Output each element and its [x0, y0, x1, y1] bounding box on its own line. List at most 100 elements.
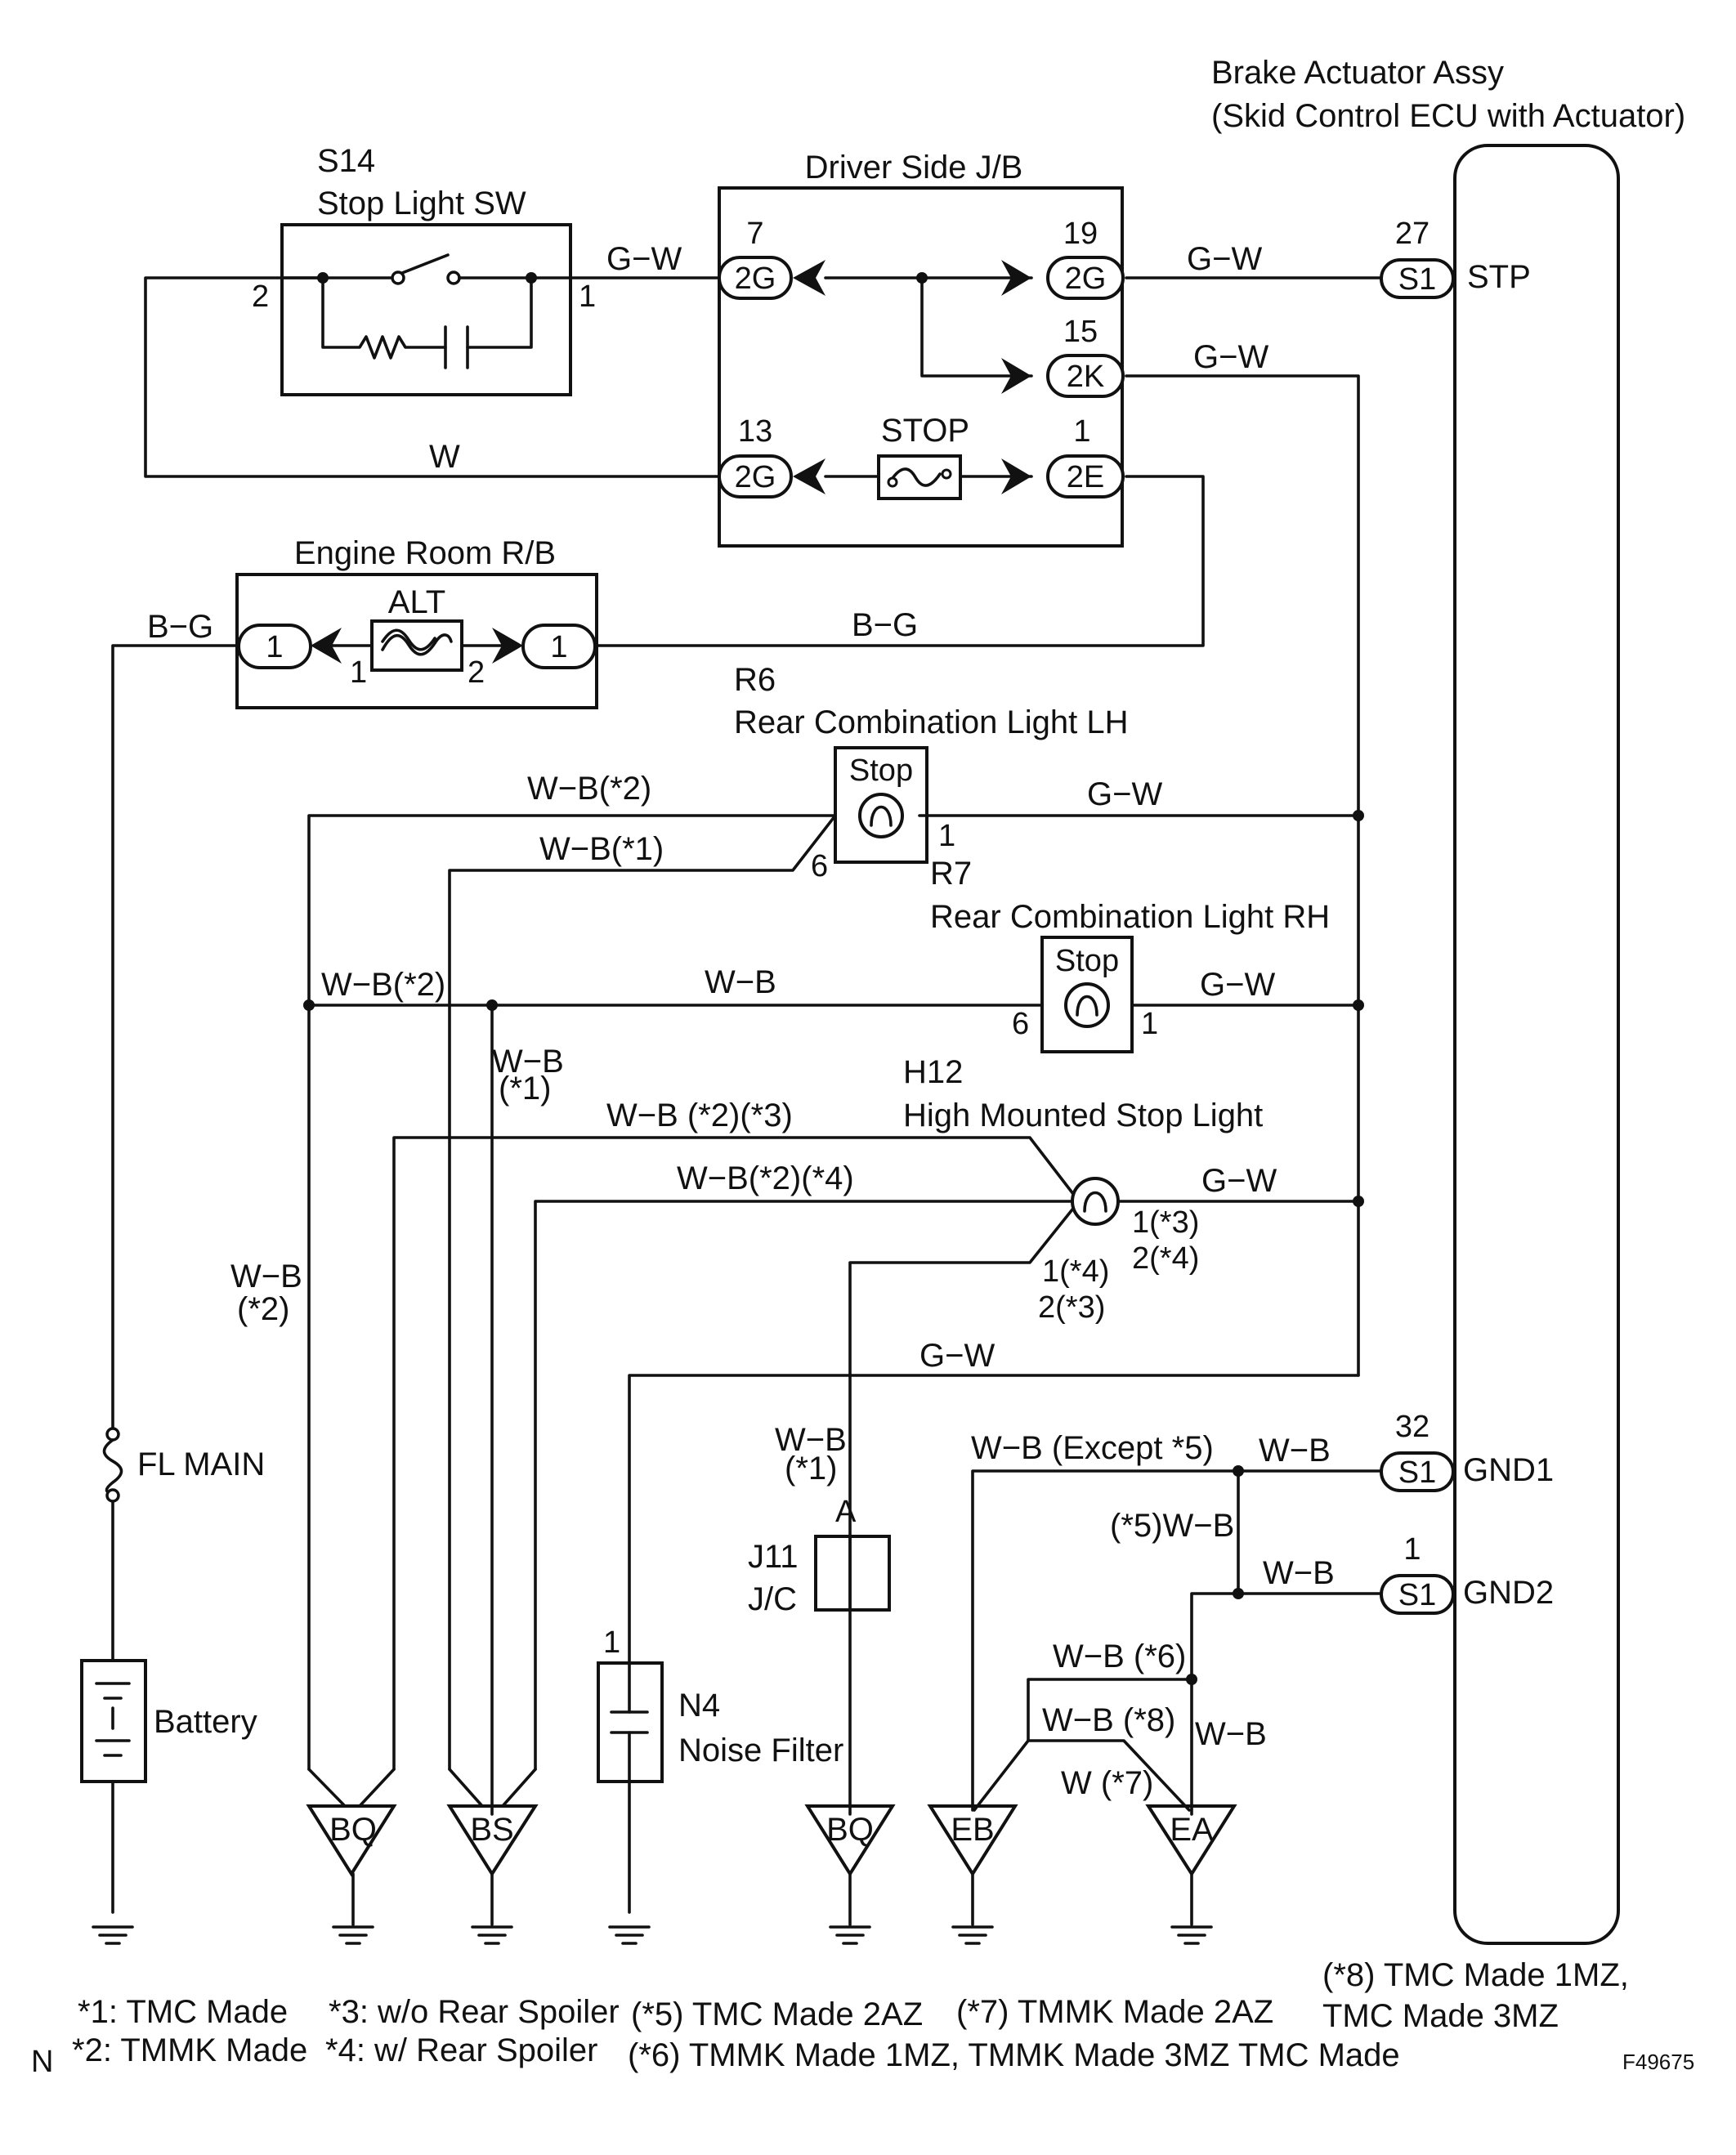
svg-text:1: 1: [266, 630, 283, 664]
svg-text:6: 6: [811, 849, 828, 883]
svg-text:H12: H12: [903, 1054, 963, 1090]
note-5: (*5) TMC Made 2AZ: [631, 1996, 923, 2032]
svg-text:Rear Combination Light RH: Rear Combination Light RH: [930, 899, 1330, 935]
svg-text:1: 1: [1403, 1532, 1421, 1567]
svg-text:W−B: W−B: [1259, 1433, 1331, 1469]
wires: [111, 276, 1383, 1926]
svg-text:G−W: G−W: [1193, 339, 1268, 375]
note-2: *2: TMMK Made: [72, 2032, 307, 2068]
jb-connector-2e-1: 2E 1: [1046, 414, 1125, 499]
svg-text:Rear Combination Light LH: Rear Combination Light LH: [734, 704, 1128, 740]
ground-point-ea: EA: [1145, 1804, 1237, 1945]
svg-text:W−B(*2): W−B(*2): [527, 771, 651, 807]
svg-text:S14: S14: [317, 143, 375, 179]
svg-text:W−B (*6): W−B (*6): [1053, 1639, 1186, 1674]
svg-text:Stop: Stop: [849, 753, 913, 788]
svg-text:G−W: G−W: [919, 1338, 995, 1374]
svg-text:J11: J11: [748, 1539, 799, 1575]
footnotes: *1: TMC Made *2: TMMK Made *3: w/o Rear …: [31, 1957, 1694, 2079]
svg-text:A: A: [835, 1495, 857, 1529]
stop-light-switch: S14 Stop Light SW 2 1: [252, 143, 596, 396]
rear-combination-light-rh: R7 Rear Combination Light RH Stop 6 1: [930, 856, 1330, 1053]
svg-text:R6: R6: [734, 662, 776, 698]
svg-text:Stop Light SW: Stop Light SW: [317, 186, 526, 221]
svg-text:W−B(*2): W−B(*2): [321, 967, 445, 1003]
svg-text:Driver Side J/B: Driver Side J/B: [805, 150, 1023, 186]
svg-text:W−B(*1): W−B(*1): [539, 831, 664, 867]
svg-text:GND1: GND1: [1463, 1452, 1554, 1488]
svg-text:1(*3): 1(*3): [1132, 1205, 1199, 1240]
svg-text:S1: S1: [1398, 1455, 1436, 1490]
svg-text:1: 1: [350, 655, 367, 690]
connector-gnd2: S1 1 GND2: [1380, 1532, 1554, 1615]
jb-connector-2g-7: 2G 7: [718, 217, 793, 300]
svg-text:2: 2: [468, 655, 485, 690]
actuator-title: Brake Actuator Assy: [1211, 55, 1504, 91]
svg-text:1: 1: [603, 1625, 620, 1660]
svg-text:GND2: GND2: [1463, 1575, 1554, 1611]
svg-text:S1: S1: [1398, 1578, 1436, 1612]
svg-text:2(*4): 2(*4): [1132, 1241, 1199, 1276]
svg-text:(*5)W−B: (*5)W−B: [1110, 1508, 1234, 1544]
svg-text:13: 13: [738, 414, 772, 449]
svg-text:W−B: W−B: [1195, 1716, 1267, 1752]
svg-text:B−G: B−G: [147, 609, 213, 645]
brake-actuator-assy: Brake Actuator Assy (Skid Control ECU wi…: [1211, 55, 1685, 1945]
svg-text:N4: N4: [678, 1688, 720, 1724]
svg-text:32: 32: [1395, 1410, 1430, 1444]
fl-main-fusible-link: FL MAIN: [102, 1427, 265, 1503]
svg-text:BQ: BQ: [329, 1812, 377, 1848]
rb-connector-right: 1: [521, 624, 597, 669]
svg-text:FL MAIN: FL MAIN: [137, 1446, 265, 1482]
svg-text:J/C: J/C: [748, 1581, 797, 1617]
note-1: *1: TMC Made: [78, 1994, 288, 2030]
svg-text:ALT: ALT: [388, 584, 445, 620]
svg-text:1: 1: [1073, 414, 1090, 449]
svg-text:EB: EB: [951, 1812, 994, 1848]
rear-combination-light-lh: R6 Rear Combination Light LH Stop 1 6: [734, 662, 1128, 883]
junction-connector-j11: A J11 J/C: [748, 1495, 891, 1617]
svg-text:27: 27: [1395, 217, 1430, 251]
rb-connector-left: 1: [237, 624, 312, 669]
svg-text:Noise Filter: Noise Filter: [678, 1732, 843, 1768]
svg-text:BQ: BQ: [826, 1812, 874, 1848]
ground-point-bq-1: BQ: [306, 1804, 397, 1945]
svg-text:G−W: G−W: [1087, 776, 1162, 812]
svg-text:2: 2: [252, 279, 269, 314]
svg-text:1: 1: [938, 819, 955, 853]
connector-gnd1: S1 32 GND1: [1380, 1410, 1554, 1492]
svg-text:19: 19: [1063, 217, 1098, 251]
svg-text:Stop: Stop: [1055, 944, 1119, 978]
battery: Battery: [80, 1659, 257, 1783]
splice-points: [303, 272, 1364, 1685]
connector-stp: S1 27 STP: [1380, 217, 1531, 299]
battery-ground-icon: [92, 1925, 134, 1945]
svg-text:STOP: STOP: [881, 413, 969, 449]
engine-room-relay-block: Engine Room R/B ALT 1 2: [235, 535, 598, 709]
note-4: *4: w/ Rear Spoiler: [325, 2032, 597, 2068]
high-mounted-stop-light: H12 High Mounted Stop Light 1(*3) 2(*4) …: [903, 1054, 1263, 1325]
jb-connector-2g-19: 2G 19: [1046, 217, 1125, 300]
svg-text:2(*3): 2(*3): [1038, 1290, 1105, 1325]
figure-code: F49675: [1622, 2050, 1694, 2074]
svg-text:G−W: G−W: [1200, 967, 1275, 1003]
svg-text:1(*4): 1(*4): [1042, 1254, 1109, 1289]
svg-text:Battery: Battery: [154, 1704, 257, 1740]
svg-text:EA: EA: [1170, 1812, 1214, 1848]
corner-mark: N: [31, 2045, 53, 2079]
svg-text:1: 1: [550, 630, 567, 664]
jb-connector-2g-13: 2G 13: [718, 414, 793, 499]
svg-text:W−B: W−B: [1263, 1555, 1335, 1591]
lamp-bulb-icon: [1064, 982, 1110, 1028]
svg-text:(*1): (*1): [499, 1071, 551, 1107]
svg-text:W−B: W−B: [705, 964, 776, 1000]
svg-text:G−W: G−W: [1201, 1163, 1277, 1199]
ground-point-bq-2: BQ: [804, 1804, 896, 1945]
svg-text:R7: R7: [930, 856, 972, 892]
actuator-subtitle: (Skid Control ECU with Actuator): [1211, 98, 1685, 134]
ground-point-bs: BS: [446, 1804, 539, 1945]
svg-text:S1: S1: [1398, 262, 1436, 297]
lamp-bulb-icon: [1071, 1177, 1120, 1226]
svg-text:W−B (*2)(*3): W−B (*2)(*3): [606, 1098, 793, 1133]
